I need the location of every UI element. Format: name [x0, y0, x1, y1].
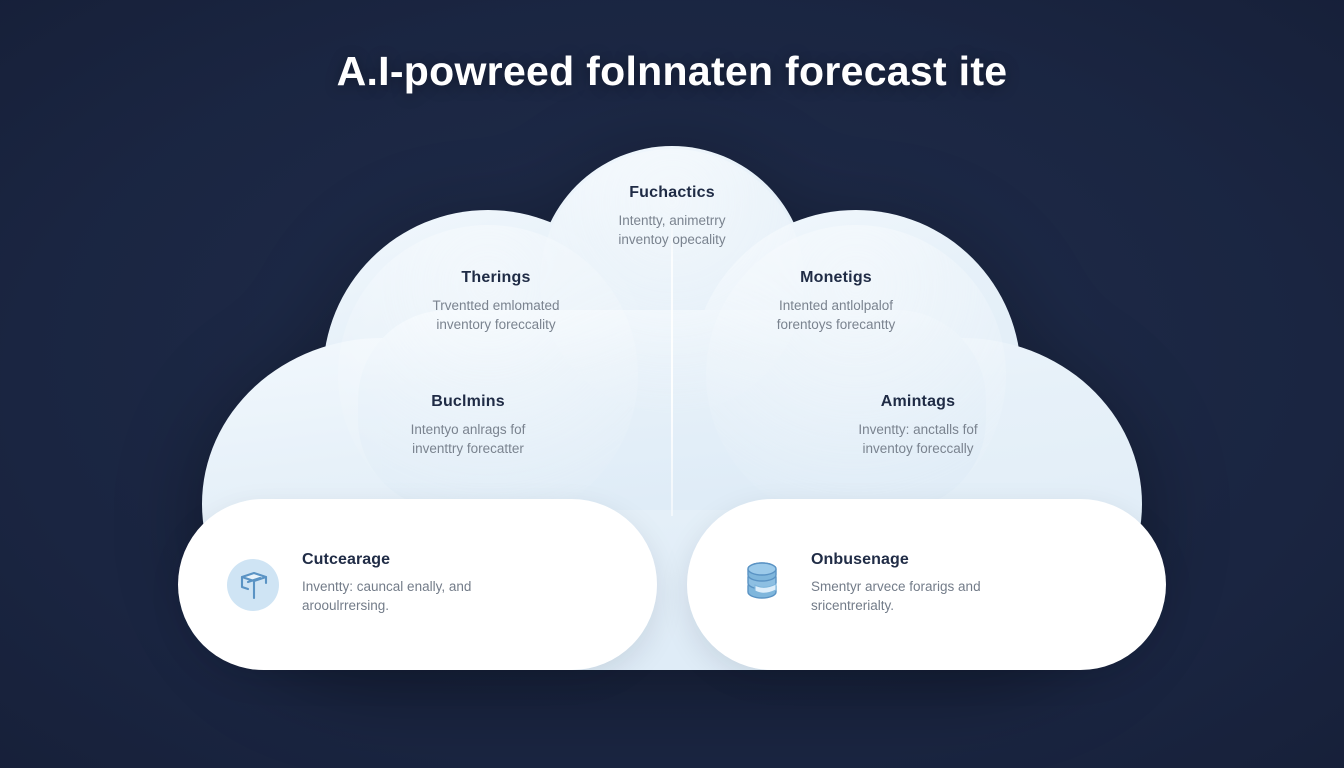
- cloud-lobe-top: Fuchactics Intentty, animetrry inventoy …: [522, 184, 822, 249]
- cloud-lobe-subtitle: Intented antlolpalof forentoys forecantt…: [776, 298, 896, 332]
- database-stack-icon: [735, 558, 789, 612]
- cloud-diagram: Fuchactics Intentty, animetrry inventoy …: [178, 130, 1166, 670]
- card-text-block: Onbusenage Smentyr arvece forarigs and s…: [811, 551, 981, 618]
- card-subtitle: Inventty: cauncal enally, and arooulrrer…: [302, 579, 472, 613]
- card-text-block: Cutcearage Inventty: cauncal enally, and…: [302, 551, 471, 618]
- cloud-lobe-title: Fuchactics: [629, 184, 715, 201]
- cloud-lobe-subtitle: Intentyo anlrags fof inventtry forecatte…: [410, 422, 526, 456]
- info-card-right[interactable]: Onbusenage Smentyr arvece forarigs and s…: [687, 499, 1166, 670]
- card-title: Onbusenage: [811, 551, 909, 569]
- cloud-lobe-low-left: Buclmins Intentyo anlrags fof inventtry …: [318, 393, 618, 458]
- cloud-lobe-low-right: Amintags Inventty: anctalls fof inventoy…: [768, 393, 1068, 458]
- cloud-lobe-title: Buclmins: [431, 393, 505, 410]
- cloud-lobe-mid-right: Monetigs Intented antlolpalof forentoys …: [686, 269, 986, 334]
- cloud-lobe-subtitle: Intentty, animetrry inventoy opecality: [618, 213, 726, 247]
- cloud-lobe-title: Amintags: [880, 393, 956, 410]
- card-subtitle: Smentyr arvece forarigs and sricentreria…: [811, 579, 981, 613]
- cloud-lobe-title: Therings: [461, 269, 531, 286]
- card-title: Cutcearage: [302, 551, 391, 569]
- cloud-lobe-title: Monetigs: [800, 269, 872, 286]
- cube-box-icon: [226, 558, 280, 612]
- cloud-lobe-subtitle: Trventted emlomated inventory foreccalit…: [432, 298, 560, 332]
- card-row: Cutcearage Inventty: cauncal enally, and…: [178, 499, 1166, 670]
- cloud-shape: [178, 130, 1166, 670]
- info-card-left[interactable]: Cutcearage Inventty: cauncal enally, and…: [178, 499, 657, 670]
- cloud-lobe-mid-left: Therings Trventted emlomated inventory f…: [346, 269, 646, 334]
- cloud-lobe-subtitle: Inventty: anctalls fof inventoy foreccal…: [858, 422, 978, 456]
- page-title: A.I-powreed folnnaten forecast ite: [336, 48, 1008, 94]
